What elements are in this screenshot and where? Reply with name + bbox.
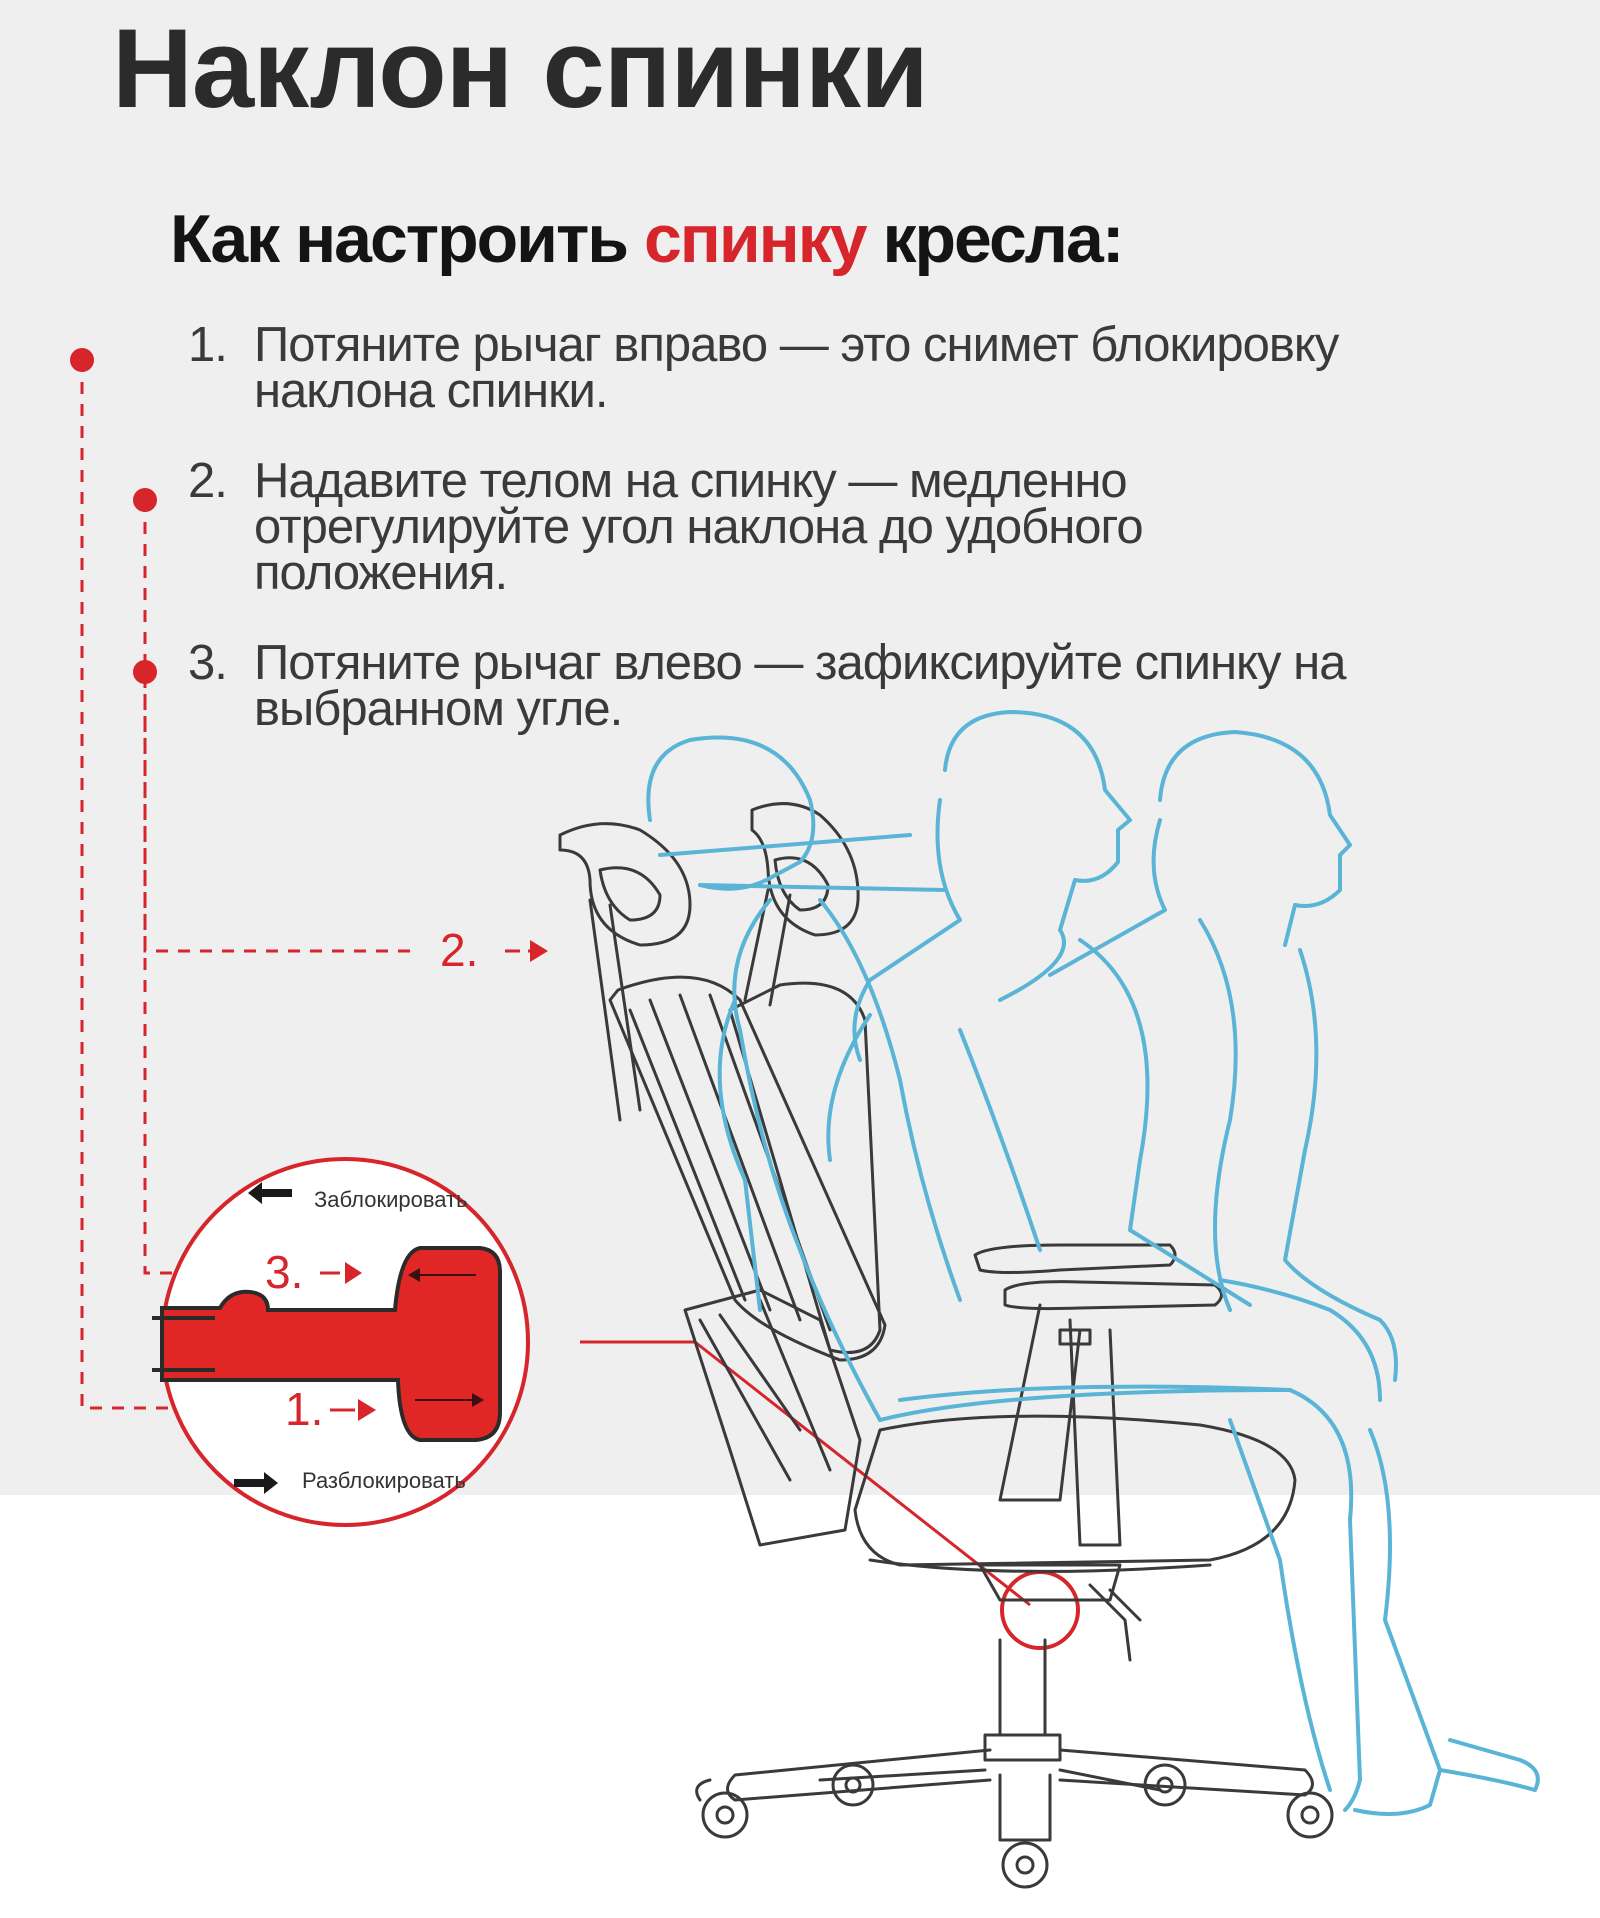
marker-2-arrowhead-icon — [530, 940, 548, 962]
connector-2 — [143, 500, 420, 953]
step-2-text: Надавите телом на спинку — медленно отре… — [254, 454, 1144, 600]
marker-3-arrowhead-icon — [345, 1262, 362, 1284]
timeline-dot-3 — [133, 660, 157, 684]
subtitle-accent: спинку — [643, 201, 868, 277]
lock-label: Заблокировать — [314, 1187, 468, 1212]
chair-illustration — [558, 802, 1334, 1889]
step-1-number: 1. — [188, 318, 228, 372]
lever-zoom-circle: Заблокировать Разблокировать — [152, 1157, 530, 1527]
arrow-left-icon — [248, 1182, 292, 1204]
timeline-dot-2 — [133, 488, 157, 512]
subtitle-end: кресла: — [865, 201, 1124, 277]
marker-1-label: 1. — [285, 1383, 323, 1435]
unlock-label: Разблокировать — [302, 1468, 466, 1493]
marker-3-label: 3. — [265, 1246, 303, 1298]
lever-shape — [160, 1246, 502, 1442]
step-2-number: 2. — [188, 454, 228, 508]
page-title: Наклон спинки — [112, 6, 929, 131]
subtitle: Как настроить спинку кресла: — [170, 200, 1124, 278]
step-3-text: Потяните рычаг влево — зафиксируйте спин… — [254, 636, 1346, 736]
step-3-number: 3. — [188, 636, 228, 690]
arrow-right-icon — [234, 1472, 278, 1494]
person-silhouette — [646, 710, 1540, 1816]
connector-3 — [143, 672, 250, 1275]
subtitle-start: Как настроить — [170, 201, 644, 277]
step-1-text: Потяните рычаг вправо — это снимет блоки… — [254, 318, 1339, 418]
marker-1-arrowhead-icon — [358, 1399, 376, 1421]
lever-highlight-circle — [1000, 1570, 1080, 1650]
timeline-dot-1 — [70, 348, 94, 372]
marker-2-label: 2. — [440, 924, 478, 976]
